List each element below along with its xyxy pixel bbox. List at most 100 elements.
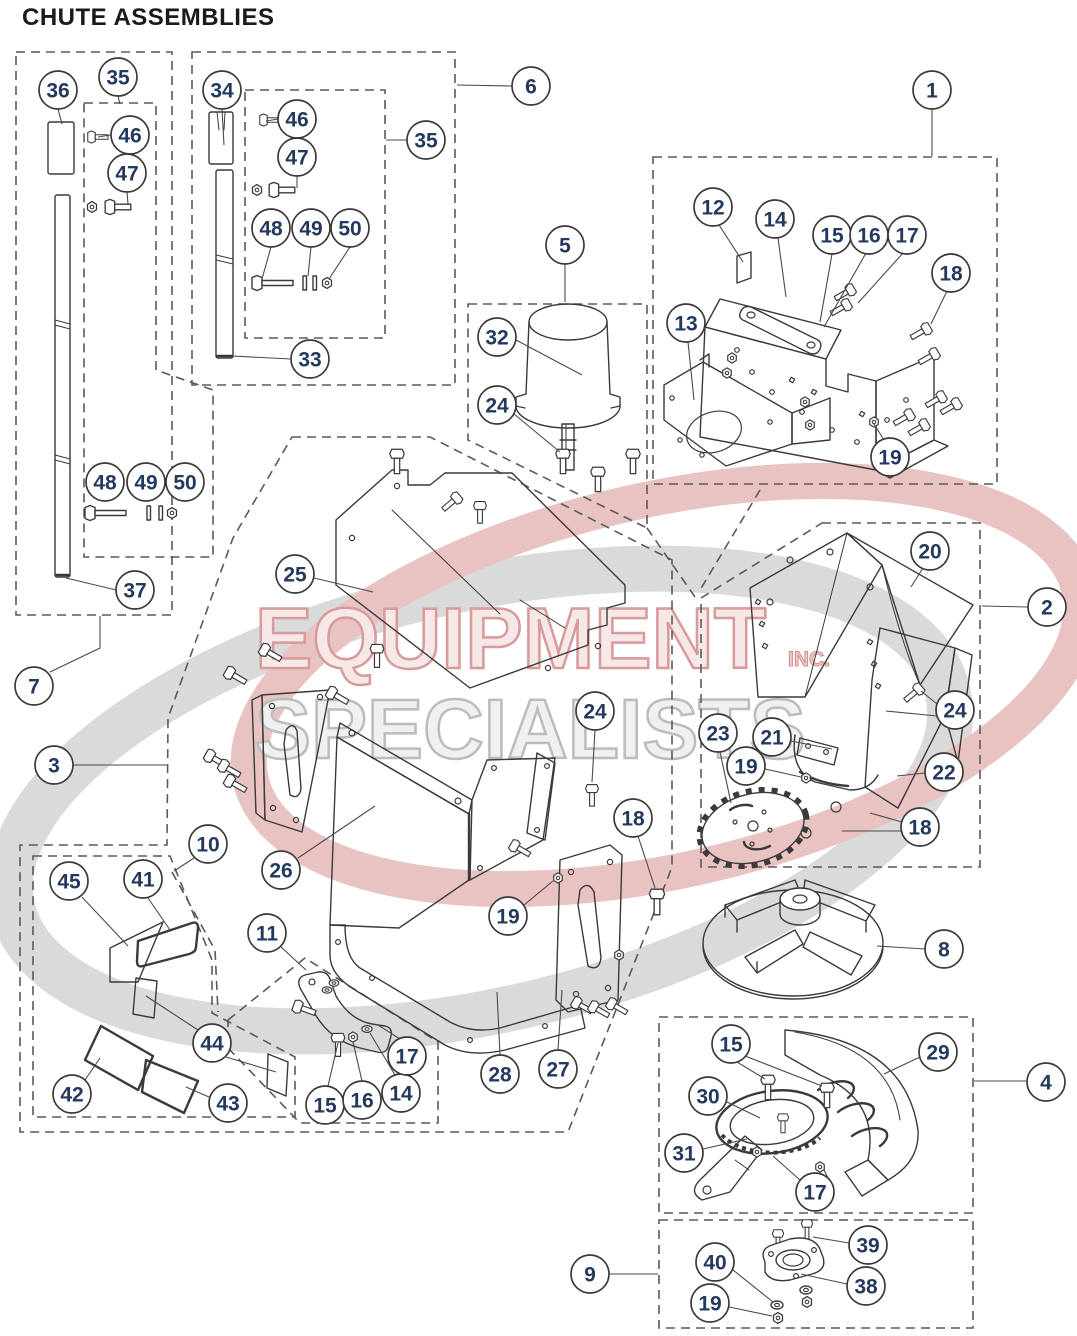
svg-text:15: 15 [313,1095,337,1118]
svg-text:19: 19 [698,1293,721,1316]
callout-14-b: 14 [381,1073,421,1113]
svg-text:35: 35 [106,67,130,90]
svg-text:17: 17 [895,225,918,248]
group-2-box [700,522,981,868]
svg-text:45: 45 [57,871,81,894]
svg-text:7: 7 [28,676,40,699]
svg-text:13: 13 [674,313,697,336]
part-ring-30 [715,1089,829,1155]
svg-text:18: 18 [621,808,645,831]
group-35a-box [83,102,214,558]
callout-17-a: 17 [887,215,927,255]
svg-text:24: 24 [943,700,967,723]
callout-39: 39 [848,1225,888,1265]
callout-49-b: 49 [291,208,331,248]
part-shroud-29 [784,1029,919,1197]
svg-text:2: 2 [1041,597,1053,620]
watermark-word-equipment: EQUIPMENT [255,591,766,687]
part-tube-34 [208,111,234,165]
svg-text:30: 30 [696,1086,719,1109]
callout-7: 7 [14,666,54,706]
svg-text:17: 17 [803,1182,826,1205]
watermark: SPECIALISTS EQUIPMENT INC. [0,462,1077,1055]
svg-text:29: 29 [926,1042,949,1065]
svg-text:8: 8 [938,939,950,962]
svg-text:15: 15 [820,225,844,248]
watermark-word-inc: INC. [788,648,830,671]
callout-33: 33 [290,339,330,379]
svg-text:25: 25 [283,564,307,587]
callout-29: 29 [918,1032,958,1072]
svg-text:17: 17 [395,1046,418,1069]
callout-19-c: 19 [726,746,766,786]
callout-6: 6 [511,66,551,106]
svg-text:3: 3 [48,755,60,778]
callout-5: 5 [545,225,585,265]
callout-10: 10 [188,824,228,864]
callout-19-d: 19 [690,1283,730,1323]
svg-text:9: 9 [584,1264,596,1287]
callout-48-a: 48 [85,462,125,502]
part-bracket-13 [663,353,831,467]
svg-text:14: 14 [763,209,787,232]
svg-text:18: 18 [908,817,932,840]
svg-text:43: 43 [216,1093,239,1116]
part-band-28 [329,924,586,1054]
part-arm-31 [693,1135,763,1201]
part-tube-33 [215,169,234,359]
group-1-box [652,156,998,485]
part-motor-32 [515,303,621,471]
callout-48-b: 48 [251,208,291,248]
callout-1: 1 [912,70,952,110]
callout-32: 32 [477,317,517,357]
svg-text:22: 22 [932,762,955,785]
svg-text:24: 24 [485,395,509,418]
svg-text:46: 46 [118,125,141,148]
svg-text:16: 16 [857,225,880,248]
callout-36: 36 [38,70,78,110]
callout-35-a: 35 [98,57,138,97]
callout-18-a: 18 [931,253,971,293]
callout-28: 28 [480,1054,520,1094]
callout-38: 38 [846,1266,886,1306]
callout-40: 40 [695,1242,735,1282]
svg-text:27: 27 [546,1059,569,1082]
callout-20: 20 [910,531,950,571]
part-tube-37 [54,194,71,578]
svg-text:50: 50 [173,472,196,495]
svg-text:1: 1 [926,80,938,103]
svg-text:5: 5 [559,235,571,258]
callout-16-a: 16 [849,215,889,255]
svg-text:23: 23 [706,723,729,746]
group-9-box [658,1219,974,1329]
svg-text:50: 50 [338,218,361,241]
callout-24-b: 24 [575,691,615,731]
svg-text:6: 6 [525,76,537,99]
page-title: CHUTE ASSEMBLIES [22,4,275,31]
part-spacer-36 [47,121,75,175]
callout-layer: 1234567891011121314141515151616171717181… [14,57,1067,1323]
part-chute-26 [329,722,556,929]
group-35b-box [244,89,386,339]
group-10-notch [171,871,219,1013]
watermark-swoosh-red [230,462,1077,908]
svg-text:37: 37 [123,580,146,603]
callout-24-c: 24 [935,690,975,730]
svg-text:35: 35 [414,130,438,153]
callout-41: 41 [123,859,163,899]
svg-text:19: 19 [734,756,757,779]
callout-50-b: 50 [330,208,370,248]
callout-16-b: 16 [342,1080,382,1120]
svg-text:19: 19 [878,447,901,470]
svg-text:48: 48 [93,472,117,495]
svg-text:21: 21 [760,727,784,750]
callout-45: 45 [49,861,89,901]
callout-17-c: 17 [795,1172,835,1212]
callout-11: 11 [247,913,287,953]
callout-15-b: 15 [305,1085,345,1125]
svg-text:41: 41 [131,869,155,892]
group-5-box [467,303,648,530]
part-decals [83,921,289,1115]
svg-text:47: 47 [115,163,138,186]
callout-42: 42 [52,1074,92,1114]
